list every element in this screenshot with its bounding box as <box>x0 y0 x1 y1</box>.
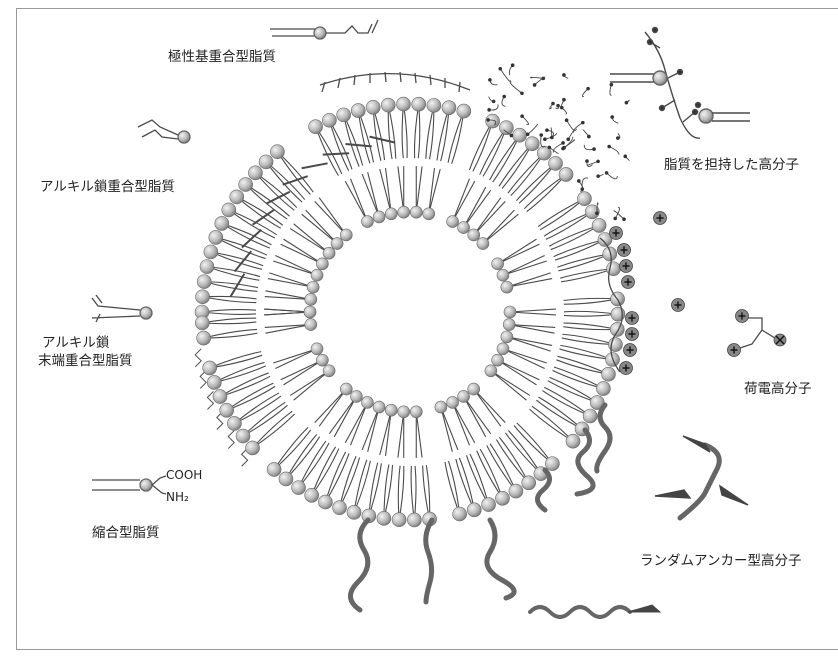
bottom-polymer-chains <box>350 520 514 610</box>
lipid-bearing-polymer-icon <box>610 28 750 139</box>
label-lipid-bearing-polymer: 脂質を担持した高分子 <box>664 156 799 174</box>
outer-leaflet-heads <box>195 97 625 527</box>
label-condensed-lipid: 縮合型脂質 <box>92 524 160 542</box>
polar-head-lipid-icon <box>270 20 378 39</box>
label-cooh: COOH <box>166 468 202 482</box>
label-alkyl-chain: アルキル鎖 <box>42 334 109 352</box>
label-polar-head-polymerized: 極性基重合型脂質 <box>168 48 276 66</box>
random-anchor-polymer-icon <box>680 445 719 518</box>
label-random-anchor-polymer: ランダムアンカー型高分子 <box>640 552 801 570</box>
end-anchor-polymer-icon <box>530 607 630 617</box>
label-nh2: NH₂ <box>166 490 189 504</box>
inner-leaflet-heads <box>304 206 516 418</box>
charged-polymer-icon <box>740 318 778 348</box>
end-anchor-spike <box>628 605 660 612</box>
terminal-polymerized-lipid-icon <box>92 295 152 322</box>
crosslinked-network <box>486 63 629 221</box>
label-terminal-polymerized: 末端重合型脂質 <box>38 352 133 370</box>
charged-polymer-charges <box>728 310 787 357</box>
condensed-lipid-icon <box>92 476 166 494</box>
polar-head-bridges <box>320 72 470 92</box>
label-charged-polymer: 荷電高分子 <box>744 380 812 398</box>
alkyl-chain-lipid-icon <box>138 120 190 143</box>
label-alkyl-chain-polymerized: アルキル鎖重合型脂質 <box>40 178 175 196</box>
